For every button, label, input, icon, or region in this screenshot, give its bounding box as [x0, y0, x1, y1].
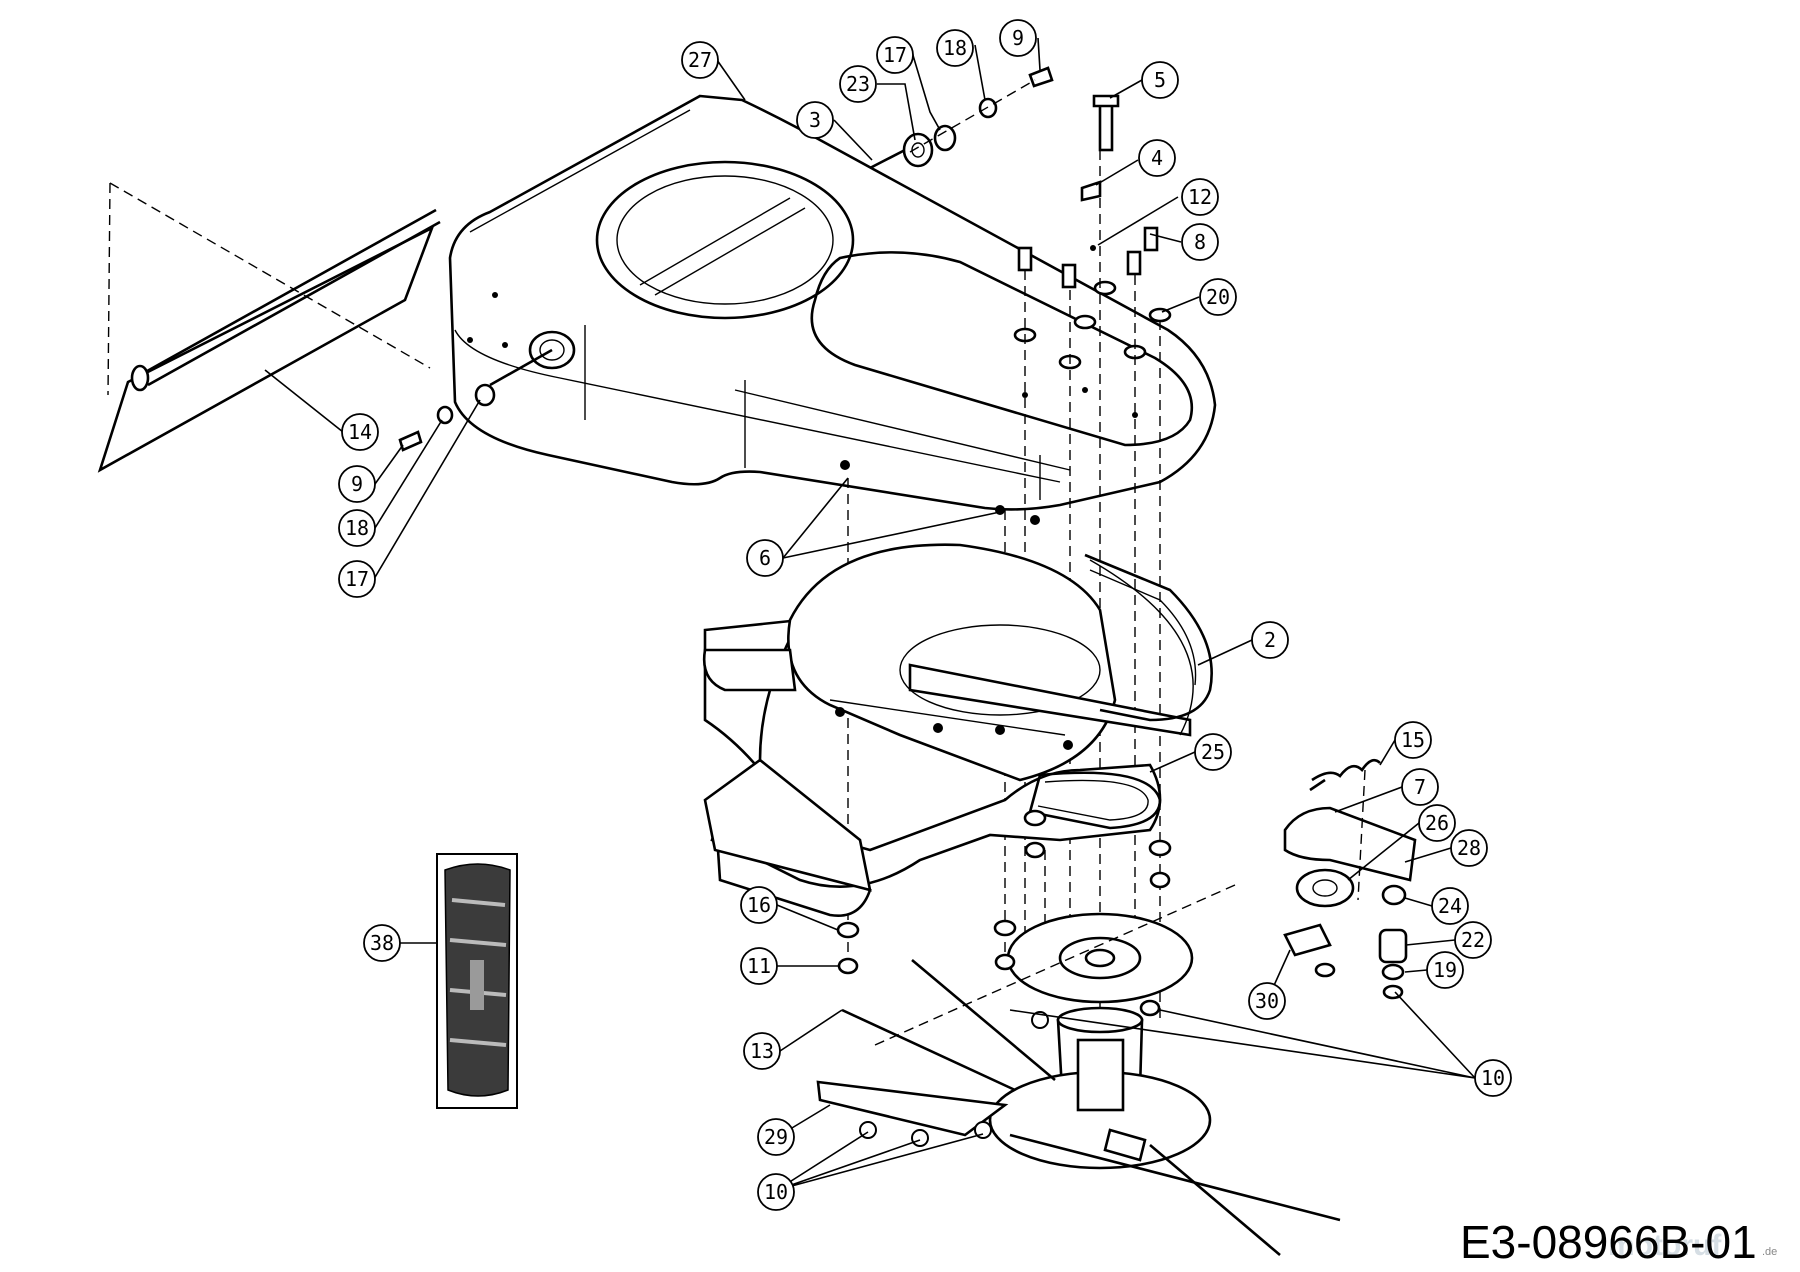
idler-assembly-part — [1283, 758, 1417, 1000]
callout-29: 29 — [757, 1118, 795, 1156]
svg-text:10: 10 — [764, 1180, 788, 1204]
svg-text:2: 2 — [1264, 628, 1276, 652]
svg-text:24: 24 — [1438, 894, 1462, 918]
callout-10-right: 10 — [1474, 1059, 1512, 1097]
svg-text:26: 26 — [1425, 811, 1449, 835]
svg-text:38: 38 — [370, 931, 394, 955]
callout-3: 3 — [796, 101, 834, 139]
svg-text:12: 12 — [1188, 185, 1212, 209]
callout-2: 2 — [1251, 621, 1289, 659]
callout-10-bottom: 10 — [757, 1173, 795, 1211]
svg-text:14: 14 — [348, 420, 372, 444]
lower-housing-part — [702, 460, 1213, 918]
svg-text:9: 9 — [351, 472, 363, 496]
leader-lines — [264, 37, 1476, 1191]
callout-19: 19 — [1426, 951, 1464, 989]
base-spindle-part — [988, 912, 1341, 1256]
svg-text:22: 22 — [1461, 928, 1485, 952]
callout-26: 26 — [1418, 804, 1456, 842]
svg-text:8: 8 — [1194, 230, 1206, 254]
svg-text:6: 6 — [759, 546, 771, 570]
callout-17-left: 17 — [338, 560, 376, 598]
svg-text:28: 28 — [1457, 836, 1481, 860]
deflector-flap-part — [97, 182, 441, 473]
callout-7: 7 — [1401, 768, 1439, 806]
callout-25: 25 — [1194, 733, 1232, 771]
nuts-washers — [836, 809, 1172, 1017]
callout-27: 27 — [681, 41, 719, 79]
svg-text:27: 27 — [688, 48, 712, 72]
svg-text:19: 19 — [1433, 958, 1457, 982]
hardware-top — [398, 66, 1172, 452]
svg-text:5: 5 — [1154, 68, 1166, 92]
svg-text:20: 20 — [1206, 285, 1230, 309]
callout-38: 38 — [363, 924, 401, 962]
svg-text:7: 7 — [1414, 775, 1426, 799]
grease-tube-part — [436, 853, 518, 1109]
svg-text:18: 18 — [943, 36, 967, 60]
watermark-text: motoruf — [1608, 1229, 1722, 1262]
callout-12: 12 — [1181, 178, 1219, 216]
callout-16: 16 — [740, 886, 778, 924]
callout-18-left: 18 — [338, 509, 376, 547]
callout-30: 30 — [1248, 982, 1286, 1020]
callout-17-top: 17 — [876, 36, 914, 74]
svg-text:16: 16 — [747, 893, 771, 917]
callout-9-left: 9 — [338, 465, 376, 503]
svg-text:30: 30 — [1255, 989, 1279, 1013]
callout-20: 20 — [1199, 278, 1237, 316]
callout-4: 4 — [1138, 139, 1176, 177]
svg-text:3: 3 — [809, 108, 821, 132]
callout-13: 13 — [743, 1032, 781, 1070]
linkage-rods — [816, 884, 1236, 1147]
callout-6: 6 — [746, 539, 784, 577]
callout-15: 15 — [1394, 721, 1432, 759]
svg-text:17: 17 — [345, 567, 369, 591]
callout-24: 24 — [1431, 887, 1469, 925]
callout-8: 8 — [1181, 223, 1219, 261]
svg-text:10: 10 — [1481, 1066, 1505, 1090]
callout-11: 11 — [740, 947, 778, 985]
drawing-number: E3-08966B-01 — [1460, 1216, 1757, 1268]
svg-text:29: 29 — [764, 1125, 788, 1149]
svg-text:4: 4 — [1151, 146, 1163, 170]
callout-23: 23 — [839, 65, 877, 103]
callout-22: 22 — [1454, 921, 1492, 959]
svg-text:17: 17 — [883, 43, 907, 67]
callout-5: 5 — [1141, 61, 1179, 99]
callout-14: 14 — [341, 413, 379, 451]
svg-text:11: 11 — [747, 954, 771, 978]
svg-text:23: 23 — [846, 72, 870, 96]
svg-text:18: 18 — [345, 516, 369, 540]
svg-text:13: 13 — [750, 1039, 774, 1063]
svg-text:15: 15 — [1401, 728, 1425, 752]
watermark-suffix: .de — [1762, 1246, 1777, 1258]
callout-18-top: 18 — [936, 29, 974, 67]
svg-text:9: 9 — [1012, 26, 1024, 50]
svg-text:25: 25 — [1201, 740, 1225, 764]
callout-9-top: 9 — [999, 19, 1037, 57]
callout-28: 28 — [1450, 829, 1488, 867]
